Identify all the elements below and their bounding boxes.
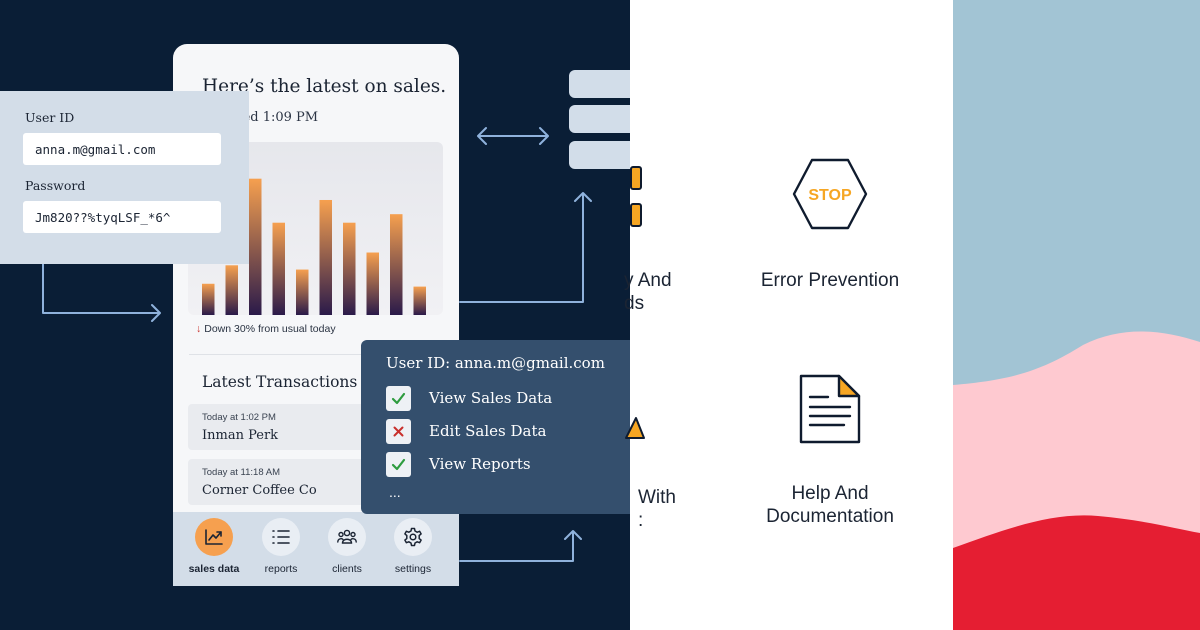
- transaction-name: Corner Coffee Co: [202, 483, 317, 498]
- check-icon[interactable]: [386, 452, 411, 477]
- nav-label: reports: [264, 563, 298, 575]
- more-permissions: ...: [389, 484, 401, 500]
- chart-bar: [343, 222, 356, 315]
- nav-clients[interactable]: clients: [317, 518, 377, 580]
- permission-label: View Reports: [429, 455, 531, 473]
- permission-view-sales-data[interactable]: View Sales Data: [386, 386, 626, 412]
- nav-label: clients: [332, 563, 362, 575]
- permissions-title: User ID: anna.m@gmail.com: [386, 354, 605, 372]
- principle-label-line: Documentation: [766, 506, 894, 527]
- red-wave: [953, 515, 1200, 630]
- connector-arrows: [42, 127, 592, 562]
- user-id-field[interactable]: anna.m@gmail.com: [23, 133, 221, 165]
- login-arrow: [42, 261, 161, 322]
- wave-decoration: [953, 331, 1200, 630]
- nav-label: settings: [394, 563, 432, 575]
- upload-arrow: [459, 192, 592, 303]
- stop-text: STOP: [808, 187, 852, 204]
- warning-icon-part: [625, 417, 645, 439]
- chart-bar: [366, 252, 379, 315]
- chart-bar: [272, 222, 285, 315]
- middle-panel: y And ds STOP Error Prevention With : He…: [624, 0, 953, 630]
- nav-sales-data[interactable]: sales data: [184, 518, 244, 580]
- phone-title: Here’s the latest on sales.: [202, 76, 447, 97]
- nav-label: sales data: [188, 563, 240, 575]
- principle-label-error-prevention: Error Prevention: [760, 270, 900, 291]
- orange-icon-part: [630, 166, 642, 190]
- principle-label-line: Help And: [791, 483, 869, 504]
- left-panel: Here’s the latest on sales. Updated 1:09…: [0, 0, 649, 630]
- user-id-label: User ID: [25, 110, 75, 125]
- chart-bar: [249, 178, 262, 315]
- principle-label-help-documentation: Help And Documentation: [742, 482, 918, 528]
- list-icon: [262, 518, 300, 556]
- stop-sign-icon: STOP: [792, 158, 868, 230]
- chart-bar: [319, 199, 332, 315]
- transaction-name: Inman Perk: [202, 428, 279, 443]
- check-icon[interactable]: [386, 386, 411, 411]
- bottom-nav: sales data reports clients: [173, 512, 459, 586]
- permission-view-reports[interactable]: View Reports: [386, 452, 626, 478]
- close-icon[interactable]: [386, 419, 411, 444]
- divider: [189, 354, 443, 355]
- principle-label-line: With: [638, 487, 676, 508]
- chart-bar: [202, 283, 215, 315]
- nav-reports[interactable]: reports: [251, 518, 311, 580]
- chart-bar: [413, 286, 426, 315]
- password-field[interactable]: Jm820??%tyqLSF_*6^: [23, 201, 221, 233]
- principle-label-partial-top: y And ds: [624, 269, 672, 315]
- permission-edit-sales-data[interactable]: Edit Sales Data: [386, 419, 626, 445]
- right-decorative-panel: [953, 0, 1200, 630]
- sales-trend: ↓Down 30% from usual today: [196, 323, 336, 335]
- chart-bar: [225, 265, 238, 315]
- chart-bar: [296, 269, 309, 315]
- users-icon: [328, 518, 366, 556]
- orange-icon-part: [630, 203, 642, 227]
- permission-label: View Sales Data: [429, 389, 553, 407]
- login-card: User ID anna.m@gmail.com Password Jm820?…: [0, 91, 249, 264]
- document-icon: [799, 374, 861, 444]
- principle-label-line: :: [638, 510, 644, 531]
- permissions-card: User ID: anna.m@gmail.com View Sales Dat…: [361, 340, 630, 514]
- gear-icon: [394, 518, 432, 556]
- password-label: Password: [25, 178, 86, 193]
- principle-label-line: ds: [624, 293, 645, 314]
- chart-bar: [390, 214, 403, 315]
- arrow-down-icon: ↓: [196, 323, 202, 335]
- sales-trend-text: Down 30% from usual today: [204, 323, 336, 335]
- sync-arrow: [477, 127, 549, 145]
- permission-label: Edit Sales Data: [429, 422, 547, 440]
- nav-settings[interactable]: settings: [383, 518, 443, 580]
- bottom-arrow: [459, 530, 582, 562]
- transaction-time: Today at 11:18 AM: [202, 467, 280, 478]
- transactions-title: Latest Transactions: [202, 373, 358, 391]
- principle-label-line: y And: [624, 270, 672, 291]
- principle-label-partial-bottom: With :: [638, 486, 676, 532]
- line-chart-icon: [195, 518, 233, 556]
- transaction-time: Today at 1:02 PM: [202, 412, 276, 423]
- sales-bar-chart: [202, 178, 426, 315]
